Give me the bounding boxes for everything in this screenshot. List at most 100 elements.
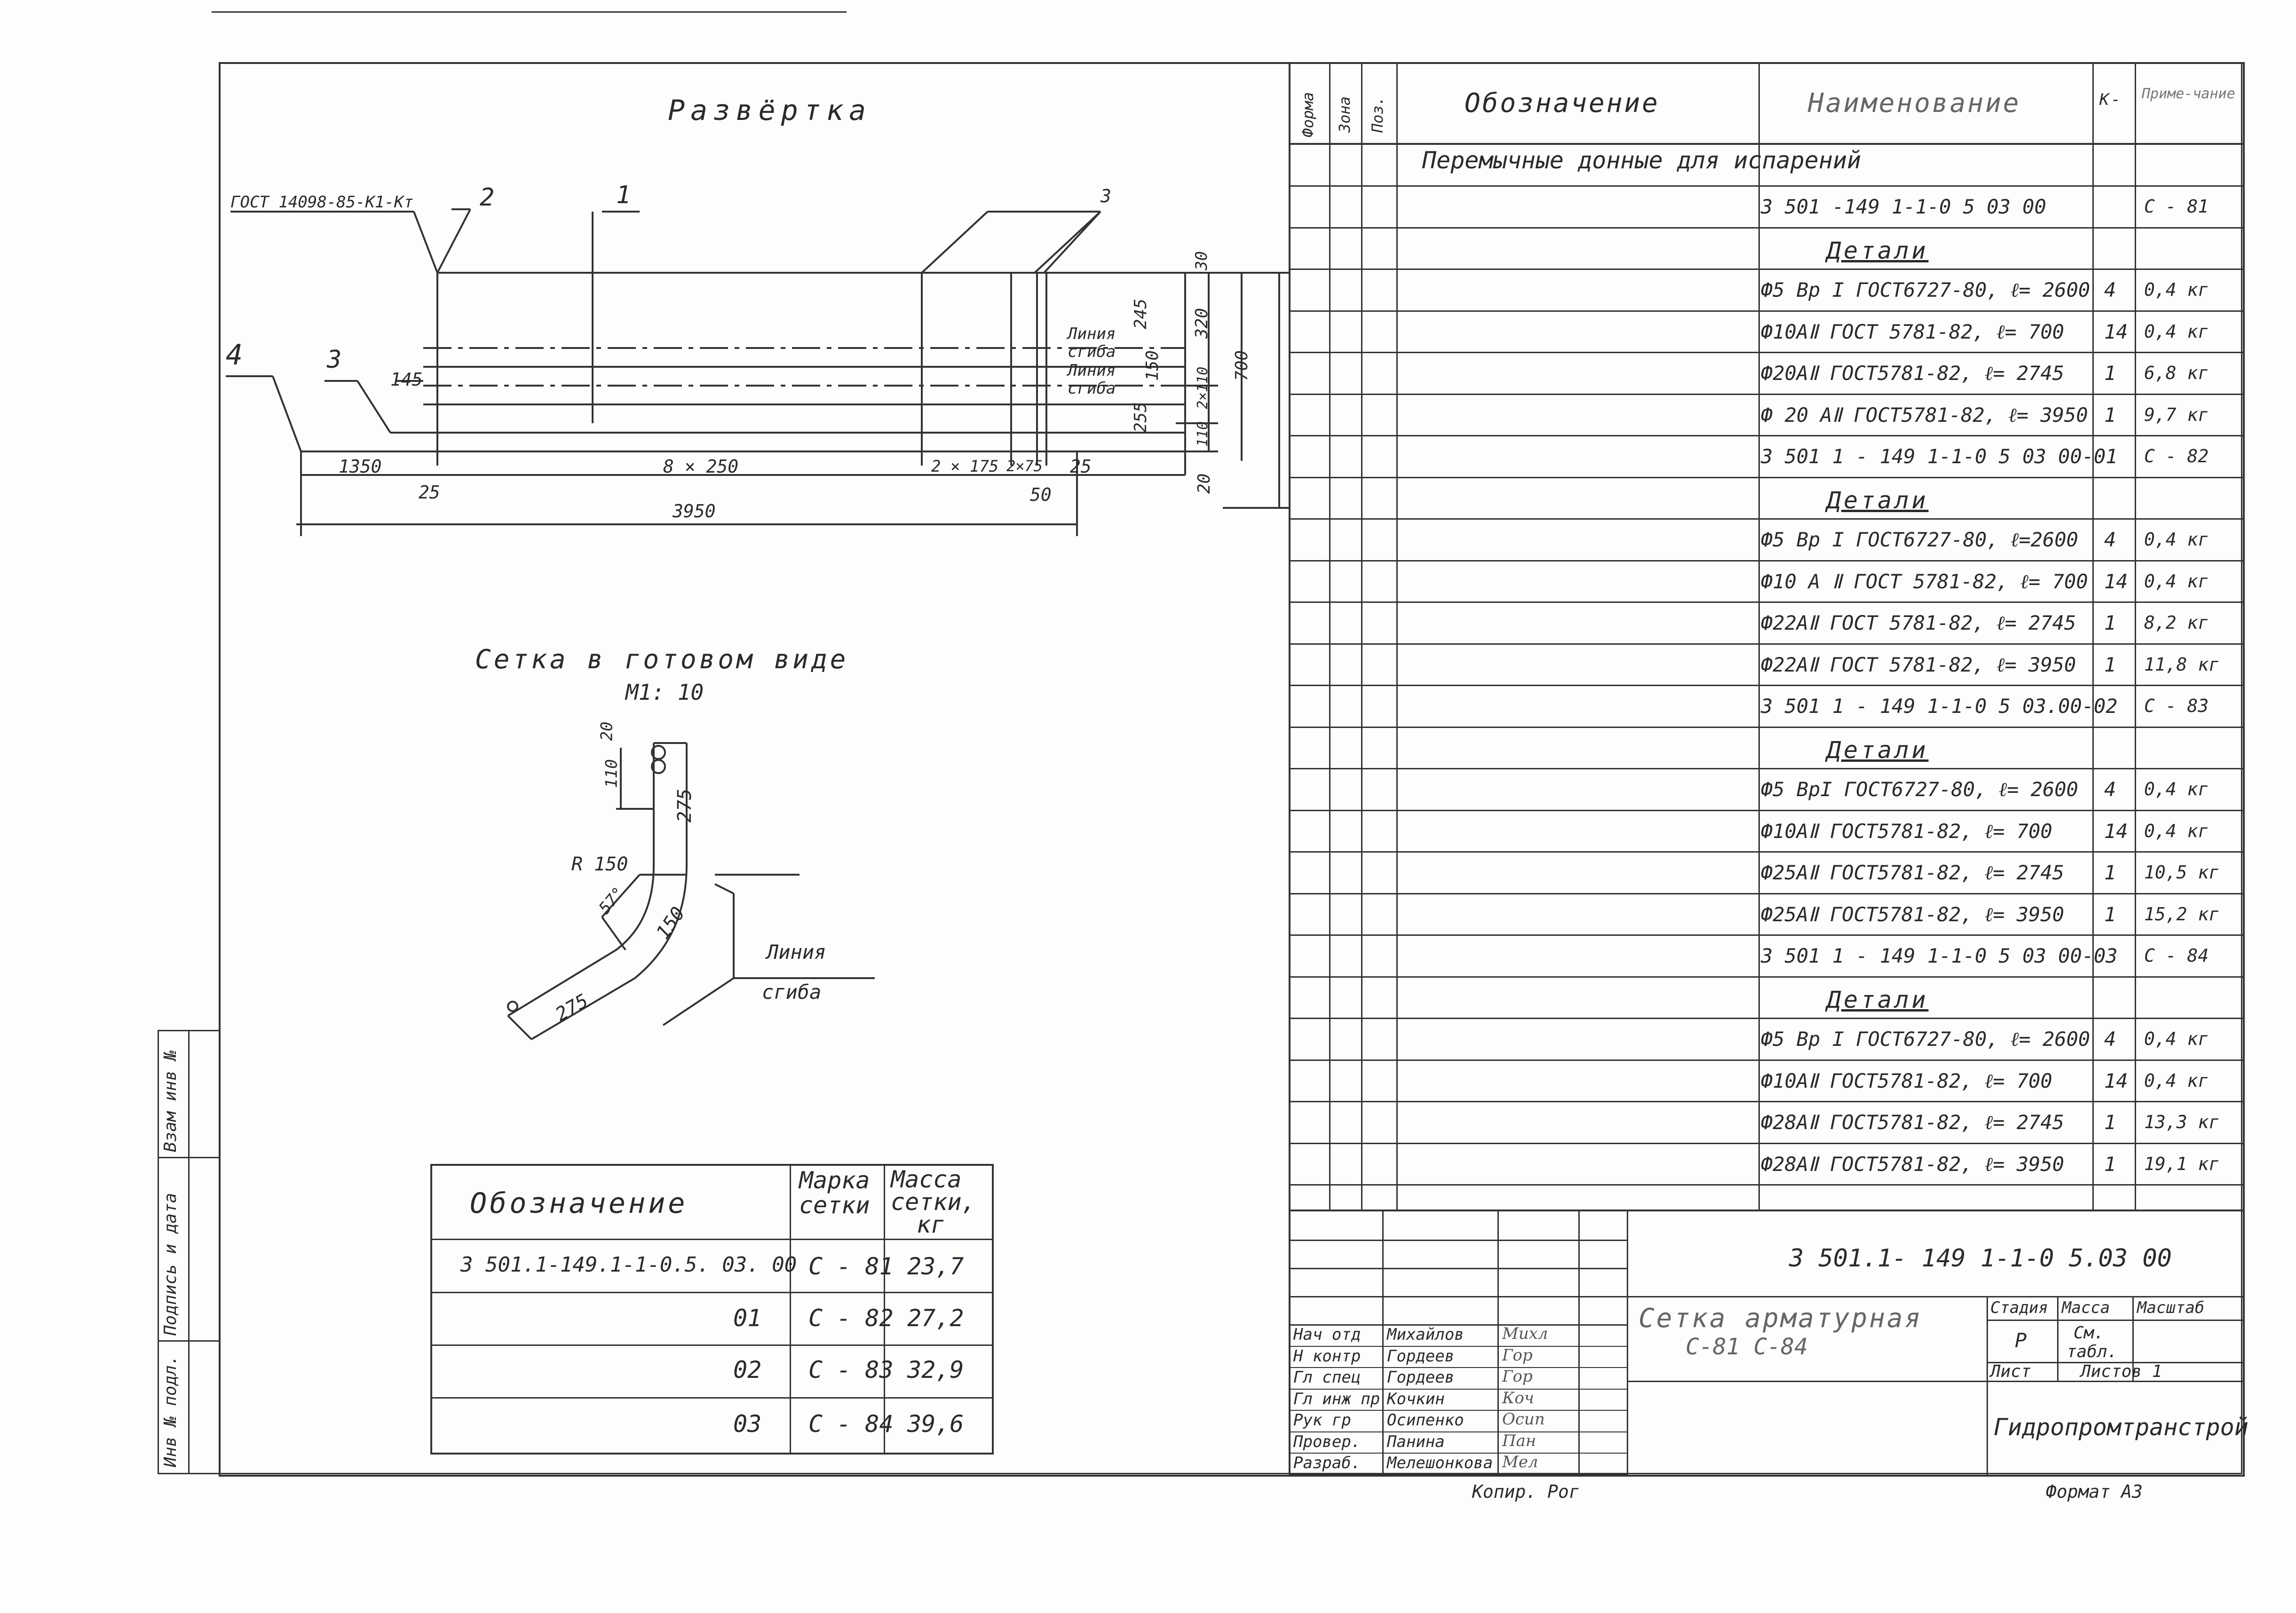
spec-section-heading: Детали (1827, 736, 1929, 764)
stamp-person-name: Панина (1387, 1432, 1445, 1451)
spec-hdr-zone: Зона (1336, 96, 1354, 133)
spec-hdr-format: Форма (1299, 92, 1317, 137)
stamp-h-5 (1291, 1324, 1628, 1326)
spec-row-line (1291, 893, 2243, 894)
spec-row-qty: 4 (2104, 278, 2116, 301)
spec-row-name: Ф10 А Ⅱ ГОСТ 5781-82, ℓ= 700 (1761, 569, 2088, 593)
spec-row-name: Ф5 Вр I ГОСТ6727-80, ℓ= 2600 (1761, 278, 2090, 301)
mass-table-row-designation: 01 (733, 1305, 762, 1332)
mass-table-header-mass-1: Масса (891, 1166, 962, 1193)
stamp-person-name: Михайлов (1387, 1325, 1464, 1344)
spec-hdr-pos: Поз. (1369, 96, 1386, 133)
stamp-person-line (1291, 1388, 1628, 1390)
footer-format: Формат А3 (2046, 1481, 2143, 1502)
dim-150: 150 (1143, 350, 1162, 381)
spec-row-qty: 1 (2104, 1111, 2116, 1134)
mass-table-header-designation: Обозначение (470, 1187, 688, 1220)
right-edge (2241, 62, 2242, 1473)
spec-row-name: 3 501 1 - 149 1-1-0 5 03 00-03 (1761, 944, 2118, 967)
spec-row-name: Ф25АⅡ ГОСТ5781-82, ℓ= 3950 (1761, 902, 2065, 926)
mass-table-row-mass: 32,9 (907, 1356, 964, 1384)
spec-row-line (1291, 851, 2243, 853)
finished-dim-20: 20 (597, 721, 617, 741)
spec-row-line (1291, 310, 2243, 312)
stamp-person-line (1291, 1367, 1628, 1368)
spec-row-line (1291, 1101, 2243, 1102)
spec-section-row-line (1291, 185, 2243, 187)
spec-row-line (1291, 352, 2243, 353)
mass-table-row-designation: 03 (733, 1410, 762, 1438)
stamp-mass-val-1: См. (2074, 1323, 2105, 1343)
side-stamp-sep-2 (158, 1340, 219, 1342)
spec-row-qty: 1 (2104, 362, 2116, 385)
stamp-mass-val-2: табл. (2066, 1342, 2118, 1361)
spec-col-zone (1329, 62, 1330, 1210)
dim-320: 320 (1192, 308, 1211, 339)
razvertka-title: Развёртка (668, 94, 872, 127)
spec-row-name: Ф22АⅡ ГОСТ 5781-82, ℓ= 2745 (1761, 611, 2076, 634)
stamp-title-2: С-81 С-84 (1686, 1334, 1808, 1360)
spec-row-note: 0,4 кг (2144, 529, 2209, 550)
mass-table-row-1 (432, 1292, 992, 1293)
mass-table-row-mass: 39,6 (907, 1410, 964, 1438)
spec-header-bottom (1291, 143, 2243, 145)
spec-row-name: Ф10АⅡ ГОСТ 5781-82, ℓ= 700 (1761, 320, 2065, 343)
side-stamp-sep-1 (158, 1157, 219, 1158)
finished-dim-110: 110 (602, 759, 621, 788)
spec-row-line (1291, 518, 2243, 520)
stamp-col-mass (2057, 1296, 2058, 1381)
spec-row-line (1291, 1018, 2243, 1019)
spec-row-name: 3 501 1 - 149 1-1-0 5 03 00-01 (1761, 445, 2118, 468)
dim-25-left: 25 (419, 482, 440, 503)
spec-row-name: Ф25АⅡ ГОСТ5781-82, ℓ= 2745 (1761, 861, 2065, 884)
fold-line-1: Линия (1068, 324, 1116, 343)
spec-row-name: Ф5 Вр I ГОСТ6727-80, ℓ=2600 (1761, 528, 2078, 551)
stamp-sheet-hdr: Лист (1990, 1362, 2031, 1381)
finished-scale: М1: 10 (625, 680, 704, 705)
stamp-person-name: Гордеев (1387, 1346, 1455, 1366)
stamp-person-signature: Гор (1502, 1345, 1533, 1365)
spec-section-heading: Детали (1827, 237, 1929, 264)
mass-table-header-mark-1: Марка (799, 1167, 870, 1194)
spec-section-title: Перемычные донные для испарений (1422, 147, 1861, 174)
dim-25-right: 25 (1070, 456, 1092, 477)
spec-row-line (1291, 560, 2243, 561)
spec-row-line (1291, 1142, 2243, 1144)
stamp-person-name: Мелешонкова (1387, 1454, 1493, 1472)
stamp-col-role (1382, 1211, 1384, 1475)
spec-section-heading: Детали (1827, 986, 1929, 1013)
spec-row-note: 0,4 кг (2144, 1070, 2209, 1091)
spec-row-note: С - 84 (2144, 945, 2209, 966)
side-stamp-col (188, 1030, 190, 1473)
stamp-person-line (1291, 1453, 1628, 1454)
finished-fold-1: Линия (767, 941, 826, 964)
poz-label-3: 3 (327, 346, 342, 374)
stamp-person-line (1291, 1410, 1628, 1411)
spec-hdr-designation: Обозначение (1465, 88, 1660, 119)
spec-row-note: 15,2 кг (2144, 903, 2220, 925)
finished-dim-275-top: 275 (674, 788, 696, 823)
stamp-col-scale (2132, 1296, 2134, 1381)
footer-copied: Копир. Рог (1472, 1481, 1580, 1502)
stamp-person-name: Кочкин (1387, 1389, 1445, 1408)
mass-table-col-2 (884, 1166, 885, 1453)
spec-row-qty: 14 (2104, 569, 2128, 593)
mass-table-header-mark-2: сетки (799, 1192, 870, 1219)
spec-row-note: 0,4 кг (2144, 570, 2209, 592)
stamp-col-date (1627, 1211, 1628, 1475)
spec-section-heading: Детали (1827, 486, 1929, 514)
spec-col-note (2135, 62, 2136, 1210)
spec-hdr-name: Наименование (1808, 88, 2021, 119)
stamp-sheet-line (1627, 1381, 2243, 1382)
spec-row-line (1291, 768, 2243, 769)
dim-145: 145 (390, 369, 423, 390)
mass-table-row-mass: 23,7 (907, 1253, 964, 1280)
stamp-mass-hdr: Масса (2062, 1298, 2110, 1317)
spec-hdr-note: Приме-чание (2142, 86, 2235, 102)
spec-row-note: 0,4 кг (2144, 820, 2209, 841)
spec-row-line (1291, 435, 2243, 436)
poz-label-4: 4 (226, 339, 243, 372)
stamp-h-4 (1291, 1296, 2243, 1297)
mass-table-row-designation: 3 501.1-149.1-1-0.5. 03. 00 (460, 1253, 797, 1277)
dim-3950: 3950 (673, 501, 716, 522)
